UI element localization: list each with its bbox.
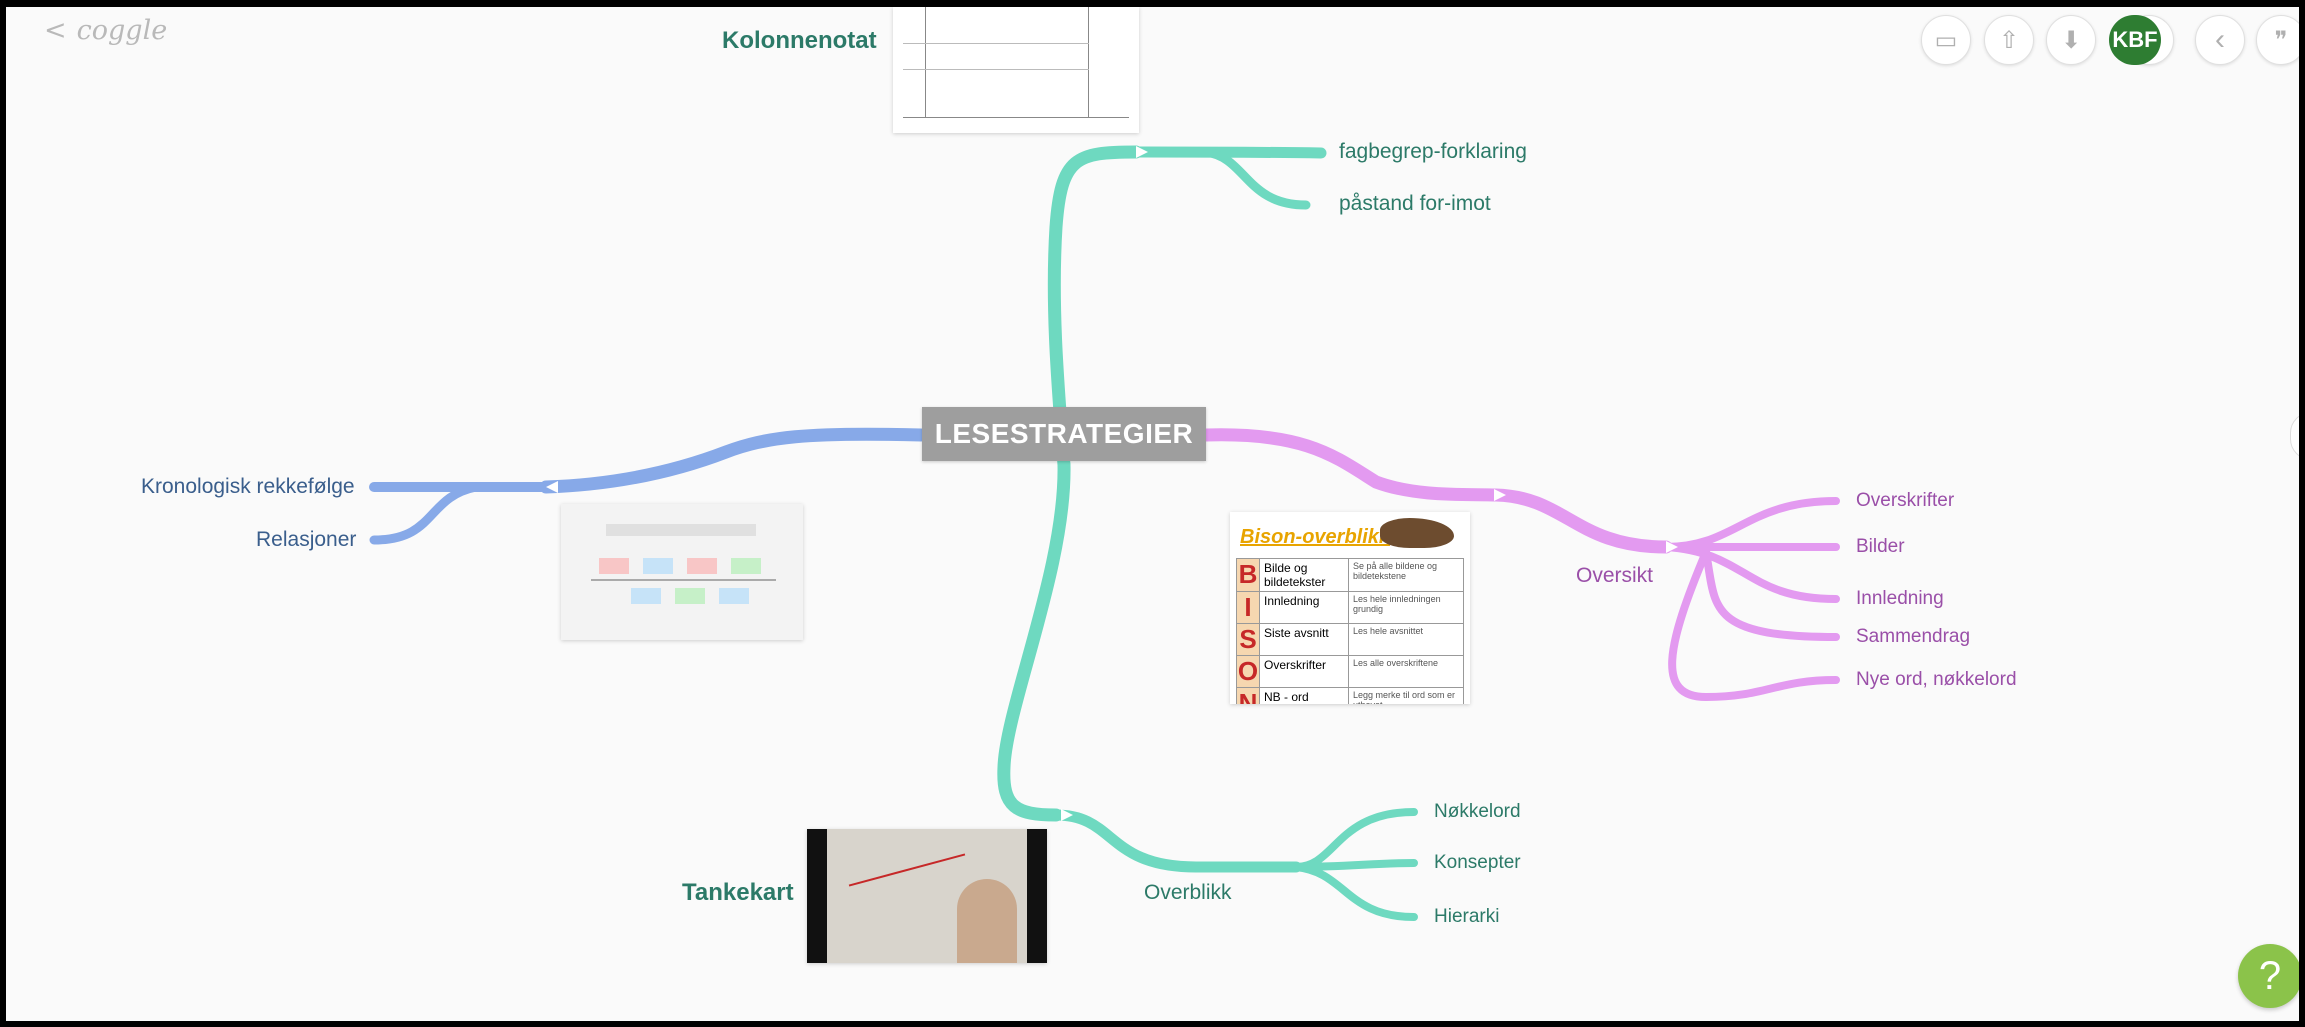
collapse-icon[interactable]: ‹ <box>2195 15 2245 65</box>
bison-letter: B <box>1236 558 1260 592</box>
node-hierarki[interactable]: Hierarki <box>1434 906 1500 927</box>
download-icon[interactable]: ⬇ <box>2046 15 2096 65</box>
table-line <box>925 7 926 117</box>
bison-picture <box>1380 518 1454 548</box>
timeline-card <box>599 558 629 574</box>
node-nye-ord[interactable]: Nye ord, nøkkelord <box>1856 669 2017 690</box>
kolonnenotat-image[interactable] <box>893 7 1139 133</box>
branch-purple-nyeord <box>1668 548 1840 702</box>
branch-teal-up <box>1047 145 1143 472</box>
bison-desc: Legg merke til ord som er uthevet <box>1348 687 1464 704</box>
bison-table: B Bilde og bildetekster Se på alle bilde… <box>1236 558 1464 704</box>
branch-teal-konsepter <box>1292 859 1418 871</box>
bison-term: Siste avsnitt <box>1259 623 1349 656</box>
timeline-axis <box>591 579 776 581</box>
node-overblikk[interactable]: Overblikk <box>1144 881 1232 904</box>
branch-blue-relasjoner <box>369 482 481 545</box>
branch-purple-sammendrag <box>1702 548 1840 641</box>
bison-desc: Les alle overskriftene <box>1348 655 1464 688</box>
branch-teal-hierarki <box>1292 863 1418 921</box>
timeline-title-bar <box>606 524 756 536</box>
branch-teal-down <box>997 458 1071 822</box>
table-line <box>1088 7 1089 117</box>
tankekart-video-thumbnail[interactable] <box>807 829 1047 963</box>
bison-desc: Les hele innledningen grundig <box>1348 591 1464 624</box>
bison-term: NB - ord <box>1259 687 1349 704</box>
node-oversikt[interactable]: Oversikt <box>1576 564 1654 587</box>
comments-icon[interactable]: ❞ <box>2256 15 2299 65</box>
bison-term: Innledning <box>1259 591 1349 624</box>
timeline-card <box>687 558 717 574</box>
present-icon[interactable]: ▭ <box>1921 15 1971 65</box>
hand <box>957 879 1017 963</box>
bison-row: B Bilde og bildetekster Se på alle bilde… <box>1236 558 1464 592</box>
branch-purple-innledning <box>1662 543 1840 603</box>
help-button[interactable]: ? <box>2238 944 2299 1008</box>
timeline-image[interactable] <box>561 504 803 640</box>
branch-teal-pastand <box>1201 147 1311 210</box>
bison-row: N NB - ord Legg merke til ord som er uth… <box>1236 687 1464 704</box>
root-node[interactable]: LESESTRATEGIER <box>922 407 1206 461</box>
coggle-logo[interactable]: < coggle <box>44 15 167 46</box>
branch-teal-nokkelord <box>1292 808 1418 871</box>
timeline-card <box>675 588 705 604</box>
table-line <box>903 69 1089 70</box>
bison-letter: N <box>1236 687 1260 704</box>
branch-teal-fag <box>1130 146 1327 159</box>
branch-purple-overskrifter <box>1662 497 1840 551</box>
bison-desc: Se på alle bildene og bildetekstene <box>1348 558 1464 592</box>
arrow-marker <box>546 481 558 493</box>
arrow-marker <box>1136 146 1148 158</box>
bison-row: I Innledning Les hele innledningen grund… <box>1236 591 1464 624</box>
node-konsepter[interactable]: Konsepter <box>1434 852 1521 873</box>
branch-blue <box>539 427 928 494</box>
arrow-marker <box>1061 809 1073 821</box>
node-kolonnenotat[interactable]: Kolonnenotat <box>722 27 877 54</box>
arrow-marker <box>1494 489 1506 501</box>
table-line <box>903 43 1089 44</box>
bison-title: Bison-overblikk <box>1240 526 1391 548</box>
node-nokkelord[interactable]: Nøkkelord <box>1434 801 1521 822</box>
bison-letter: I <box>1236 591 1260 624</box>
node-innledning[interactable]: Innledning <box>1856 588 1944 609</box>
user-avatar[interactable]: KBF <box>2109 15 2161 65</box>
share-icon[interactable]: ⇧ <box>1984 15 2034 65</box>
node-pastand[interactable]: påstand for-imot <box>1339 192 1491 215</box>
node-tankekart[interactable]: Tankekart <box>682 879 794 906</box>
bison-term: Bilde og bildetekster <box>1259 558 1349 592</box>
logo-text: coggle <box>76 15 168 46</box>
node-bilder[interactable]: Bilder <box>1856 536 1905 557</box>
bison-row: S Siste avsnitt Les hele avsnittet <box>1236 623 1464 656</box>
mindmap-canvas[interactable] <box>6 7 2305 1027</box>
bison-letter: S <box>1236 623 1260 656</box>
node-overskrifter[interactable]: Overskrifter <box>1856 490 1955 511</box>
branch-purple <box>1199 428 1673 554</box>
node-sammendrag[interactable]: Sammendrag <box>1856 626 1971 647</box>
bison-letter: O <box>1236 655 1260 688</box>
arrow-marker <box>1666 541 1678 553</box>
node-fagbegrep[interactable]: fagbegrep-forklaring <box>1339 140 1527 163</box>
node-relasjoner[interactable]: Relasjoner <box>256 528 357 551</box>
timeline-card <box>631 588 661 604</box>
bison-term: Overskrifter <box>1259 655 1349 688</box>
timeline-card <box>731 558 761 574</box>
node-kronologisk[interactable]: Kronologisk rekkefølge <box>141 475 355 498</box>
back-icon[interactable]: < <box>44 15 67 46</box>
table-line <box>903 117 1129 118</box>
bison-image[interactable]: Bison-overblikk B Bilde og bildetekster … <box>1230 512 1470 704</box>
timeline-card <box>643 558 673 574</box>
timeline-card <box>719 588 749 604</box>
bison-row: O Overskrifter Les alle overskriftene <box>1236 655 1464 688</box>
branch-teal-overblikk <box>1050 809 1302 873</box>
bison-desc: Les hele avsnittet <box>1348 623 1464 656</box>
